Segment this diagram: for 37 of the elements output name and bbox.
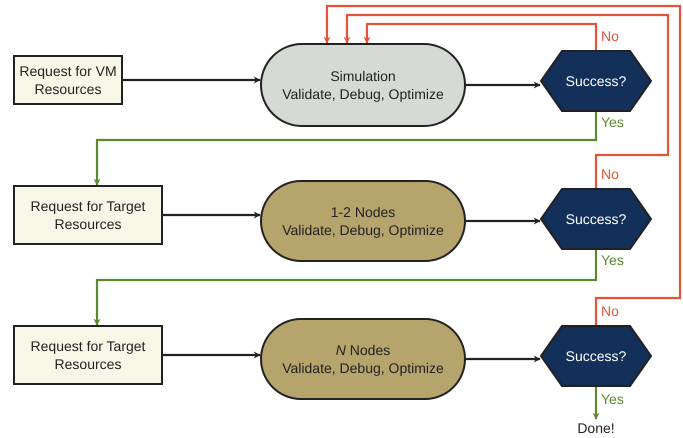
node-heading: Simulation <box>330 66 396 85</box>
arrow <box>344 14 670 188</box>
arrow <box>592 387 600 420</box>
node-text: Validate, Debug, Optimize <box>282 85 444 104</box>
node-text: Done! <box>577 418 615 438</box>
edge-label: Yes <box>600 252 625 268</box>
edge-label: No <box>600 166 620 182</box>
arrow <box>94 250 598 326</box>
decision-hexagon <box>540 325 652 387</box>
edge-label: No <box>600 28 620 44</box>
process-box <box>13 185 163 245</box>
node-text: Success? <box>566 210 626 228</box>
node-text: Success? <box>566 72 626 90</box>
node-text: Success? <box>566 346 626 366</box>
edge-label: Yes <box>600 391 625 407</box>
node-text: Request for VM Resources <box>18 62 118 98</box>
process-box <box>13 325 163 385</box>
node-text: Validate, Debug, Optimize <box>282 221 444 240</box>
arrow <box>324 4 682 325</box>
arrow <box>466 356 541 362</box>
arrow <box>163 352 261 358</box>
process-box <box>13 55 123 105</box>
arrow <box>466 82 541 88</box>
node-text: Validate, Debug, Optimize <box>282 359 444 378</box>
edge-label: Yes <box>600 114 625 130</box>
arrow <box>364 22 598 50</box>
node-heading: N Nodes <box>336 340 390 359</box>
node-text: Request for Target Resources <box>30 336 146 374</box>
decision-hexagon <box>540 50 652 112</box>
edge-label: No <box>600 303 620 319</box>
arrow <box>466 218 541 224</box>
decision-hexagon <box>540 188 652 250</box>
arrow <box>163 212 261 218</box>
node-text: Request for Target Resources <box>30 196 146 234</box>
arrow <box>94 112 598 186</box>
arrow <box>123 76 261 84</box>
node-heading: 1-2 Nodes <box>330 202 396 221</box>
